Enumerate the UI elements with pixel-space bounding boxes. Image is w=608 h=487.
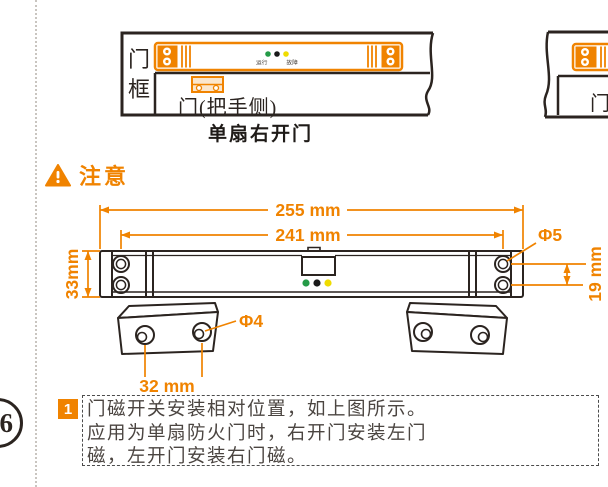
led-run-icon — [265, 51, 271, 57]
switch-right-terminal — [381, 45, 400, 68]
warning-text: 注意 — [79, 164, 130, 189]
led-run-icon — [302, 279, 310, 287]
page-number-circle: 6 — [0, 398, 23, 448]
door-frame-label: 门框 — [127, 47, 150, 102]
door-handle-side-label: 门(把手侧) — [178, 97, 278, 119]
second-door-diagram-partial — [543, 30, 608, 119]
dim-total-width: 255 mm — [275, 200, 340, 220]
dim-hole-span: 241 mm — [275, 225, 340, 245]
dim-right-hole-spacing: 19 mm — [585, 246, 605, 301]
led-fault-label: 故障 — [286, 60, 298, 67]
note-line-3: 磁，左开门安装右门磁。 — [87, 447, 308, 467]
warning-triangle-icon — [45, 163, 71, 186]
led-fault-icon — [324, 279, 332, 287]
dim-bracket-hole-diameter: Φ4 — [239, 311, 263, 331]
dim-top-hole-diameter: Φ5 — [538, 225, 562, 245]
led-middle-icon — [313, 279, 321, 287]
bar-display-window — [301, 256, 336, 276]
note-number-badge: 1 — [58, 399, 78, 419]
note-line-1: 门磁开关安装相对位置，如上图所示。 — [87, 400, 428, 420]
diagram-caption: 单扇右开门 — [208, 124, 314, 145]
right-magnet-bracket — [406, 302, 508, 355]
note-box: 门磁开关安装相对位置，如上图所示。 应用为单扇防火门时，右开门安装左门 磁，左开… — [82, 395, 599, 467]
warning-header: 注意 — [45, 159, 129, 191]
dimension-arrows — [84, 206, 571, 297]
led-middle-icon — [274, 51, 280, 57]
partial-door-label: 门 — [590, 93, 608, 115]
page-number: 6 — [0, 407, 13, 438]
led-run-label: 运行 — [256, 60, 268, 67]
page-fold-dotted-line — [35, 0, 37, 487]
frame-break-wavy-edge — [424, 32, 435, 116]
door-switch-bar — [153, 41, 404, 72]
switch-left-terminal — [157, 45, 178, 68]
note-line-2: 应用为单扇防火门时，右开门安装左门 — [87, 423, 428, 444]
single-right-door-diagram — [120, 31, 435, 117]
dim-height: 33mm — [62, 249, 82, 300]
bar-top-tab — [307, 246, 321, 251]
dim-bracket-hole-span: 32 mm — [139, 376, 194, 396]
dimension-drawing: 255 mm 241 mm 33mm Φ5 19 mm Φ4 32 mm — [62, 200, 605, 396]
frame-break-wavy-edge — [543, 31, 551, 118]
led-labels: 运行 故障 — [256, 58, 298, 67]
left-magnet-bracket — [117, 302, 219, 355]
door-outline — [153, 71, 430, 115]
led-fault-icon — [283, 51, 289, 57]
dimension-lines — [82, 205, 586, 377]
